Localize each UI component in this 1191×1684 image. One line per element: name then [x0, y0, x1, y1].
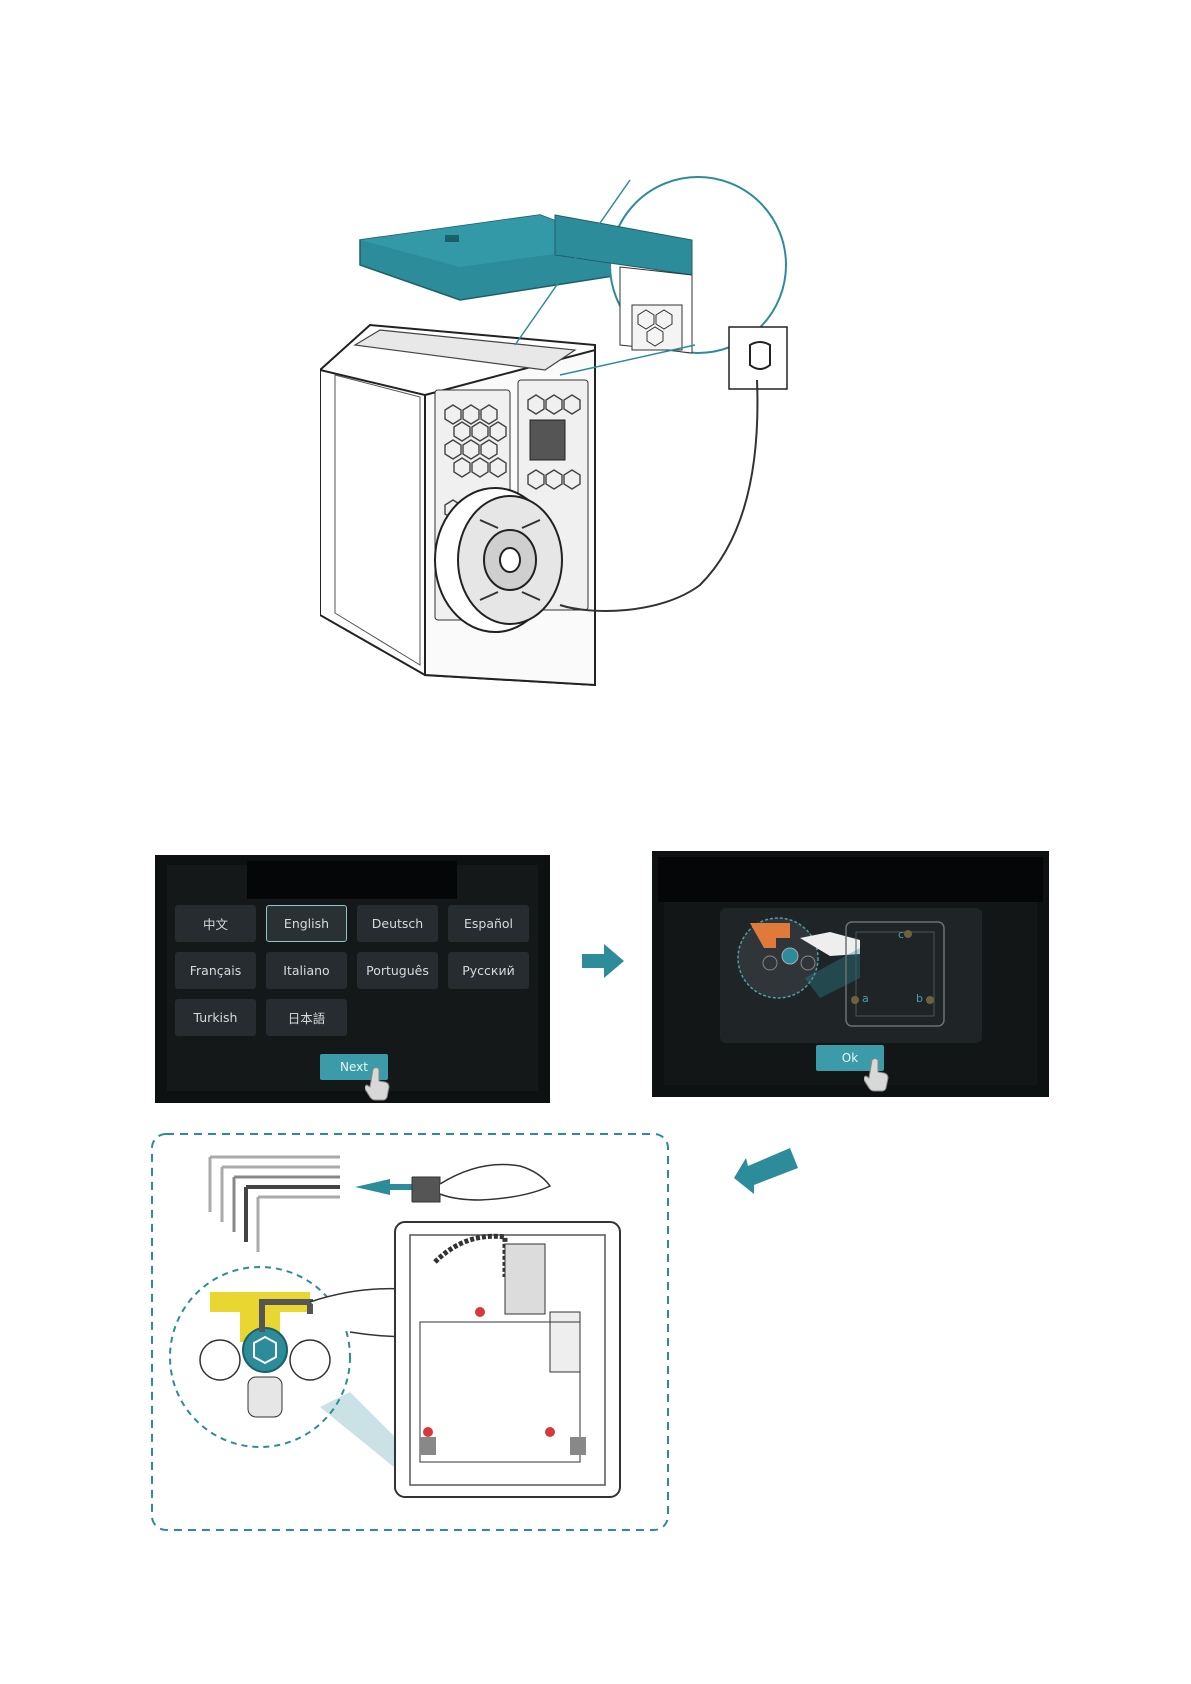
screen-title-bar	[247, 861, 457, 899]
hex-key-instruction-panel	[150, 1132, 670, 1532]
arrow-down-left-icon	[734, 1140, 798, 1194]
language-button[interactable]: Español	[448, 905, 529, 942]
marker-c	[475, 1307, 485, 1317]
arrow-right-icon	[582, 944, 624, 978]
leveling-guide-card: c a b	[720, 908, 982, 1043]
language-grid: 中文 English Deutsch Español Français Ital…	[175, 905, 529, 1036]
language-button[interactable]: Русский	[448, 952, 529, 989]
language-button[interactable]: 中文	[175, 905, 256, 942]
leveling-screen: c a b Ok	[652, 851, 1049, 1097]
language-selection-screen: 中文 English Deutsch Español Français Ital…	[155, 855, 550, 1103]
filament-spool	[435, 488, 562, 632]
language-button[interactable]: Português	[357, 952, 438, 989]
marker-b	[545, 1427, 555, 1437]
hand-pointer-icon	[864, 1056, 890, 1092]
corner-label-c: c	[898, 928, 904, 941]
hand-pointer-icon	[365, 1065, 391, 1101]
corner-label-a: a	[862, 992, 869, 1005]
corner-label-b: b	[916, 992, 923, 1005]
language-button[interactable]: Deutsch	[357, 905, 438, 942]
language-button[interactable]: Turkish	[175, 999, 256, 1036]
hex-key-icon	[210, 1157, 340, 1252]
language-button[interactable]: Français	[175, 952, 256, 989]
printer-bed-top-view	[395, 1222, 620, 1497]
language-button-selected[interactable]: English	[266, 905, 347, 942]
language-button[interactable]: Italiano	[266, 952, 347, 989]
language-button[interactable]: 日本語	[266, 999, 347, 1036]
printer-illustration	[320, 175, 880, 695]
marker-a	[423, 1427, 433, 1437]
screen-title-bar	[658, 857, 1043, 902]
